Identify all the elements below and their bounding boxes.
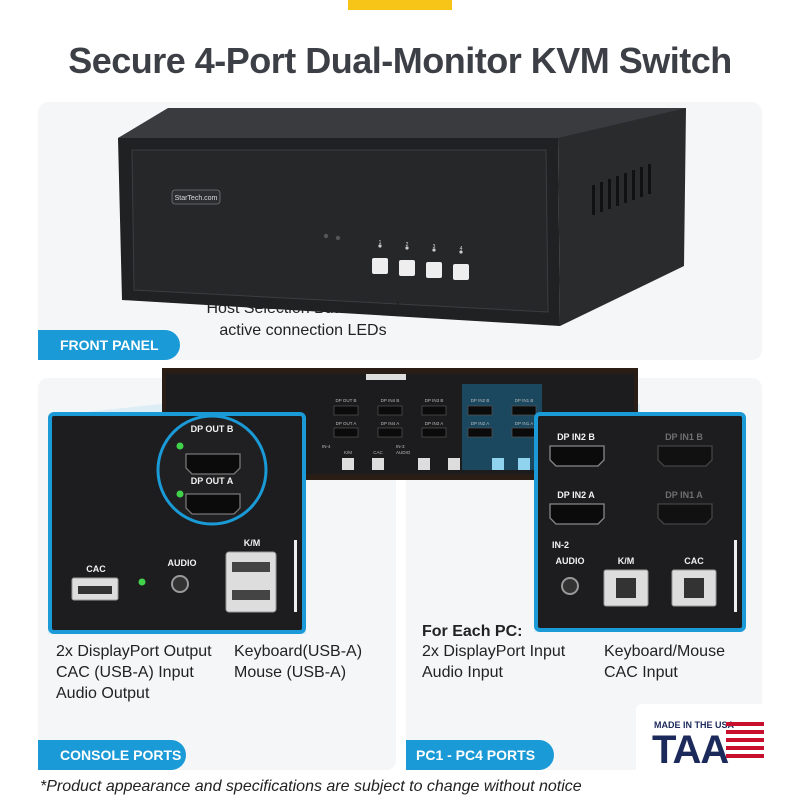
- pc-dp-in2-b-label: DP IN2 B: [557, 432, 595, 442]
- pc-desc-right-line1: Keyboard/Mouse: [604, 643, 725, 660]
- front-caption-line1: Host Selection Buttons and: [206, 300, 400, 317]
- pc-ports-tag: PC1 - PC4 PORTS: [406, 740, 554, 770]
- pc-description-heading: For Each PC:: [422, 623, 523, 640]
- kvm-front-illustration: StarTech.com 1 2 3 4: [118, 108, 686, 326]
- console-km-label: K/M: [243, 538, 261, 548]
- pc-in2-label: IN-2: [552, 540, 570, 550]
- console-description-left: 2x DisplayPort Output CAC (USB-A) Input …: [56, 641, 226, 704]
- pc-dp-in2-a-label: DP IN2 A: [557, 490, 595, 500]
- brand-logo-text: StarTech.com: [175, 195, 218, 202]
- rear-label-in3: IN-3: [396, 444, 405, 449]
- taa-logo-text: TAA: [652, 728, 729, 772]
- brand-plate: [171, 189, 221, 205]
- footnote-disclaimer: *Product appearance and specifications a…: [40, 778, 582, 795]
- console-desc-right-line2: Mouse (USB-A): [234, 664, 347, 681]
- front-panel-tag: FRONT PANEL: [38, 330, 180, 360]
- console-ports-zoom: DP OUT B DP OUT A CAC AUDIO K/M: [48, 412, 306, 634]
- pc-ports-art: [549, 445, 737, 612]
- pc-desc-line1: 2x DisplayPort Input: [422, 643, 566, 660]
- top-accent-bar: [348, 0, 452, 10]
- front-caption-line2: active connection LEDs: [219, 322, 387, 339]
- host-button-label-1: 1: [379, 240, 382, 246]
- host-button-label-3: 3: [433, 244, 436, 250]
- pc-dp-in1-b-label: DP IN1 B: [665, 432, 703, 442]
- console-ports-tag: CONSOLE PORTS: [38, 740, 186, 770]
- console-desc-line3: Audio Output: [56, 685, 150, 702]
- pc-dp-in1-a-label: DP IN1 A: [665, 490, 703, 500]
- flag-stripes-icon: [726, 722, 764, 758]
- pc-ports-zoom: DP IN2 B DP IN1 B DP IN2 A DP IN1 A IN-2…: [534, 412, 746, 632]
- console-desc-line2: CAC (USB-A) Input: [56, 664, 194, 681]
- pc-km-label: K/M: [617, 556, 635, 566]
- host-selection-buttons: [372, 244, 469, 280]
- console-audio-label: AUDIO: [167, 558, 197, 568]
- console-dp-out-a-label: DP OUT A: [190, 476, 234, 486]
- console-cac-label: CAC: [86, 564, 106, 574]
- host-button-label-2: 2: [406, 242, 409, 248]
- taa-made-in-usa: MADE IN THE USA: [654, 720, 735, 730]
- console-dp-out-b-label: DP OUT B: [190, 424, 234, 434]
- pc-cac-label: CAC: [684, 556, 704, 566]
- console-ports-art: [71, 416, 297, 613]
- pc-description-right: Keyboard/Mouse CAC Input: [604, 641, 754, 683]
- front-caption: Host Selection Buttons and active connec…: [196, 298, 410, 342]
- page-title: Secure 4-Port Dual-Monitor KVM Switch: [68, 40, 732, 81]
- console-desc-line1: 2x DisplayPort Output: [56, 643, 212, 660]
- pc-audio-label: AUDIO: [555, 556, 585, 566]
- pc-description-left: 2x DisplayPort Input Audio Input: [422, 641, 602, 683]
- pc-desc-right-line2: CAC Input: [604, 664, 678, 681]
- console-desc-right-line1: Keyboard(USB-A): [234, 643, 363, 660]
- console-description-right: Keyboard(USB-A) Mouse (USB-A): [234, 641, 384, 683]
- pc-desc-line2: Audio Input: [422, 664, 503, 681]
- host-button-label-4: 4: [460, 246, 463, 252]
